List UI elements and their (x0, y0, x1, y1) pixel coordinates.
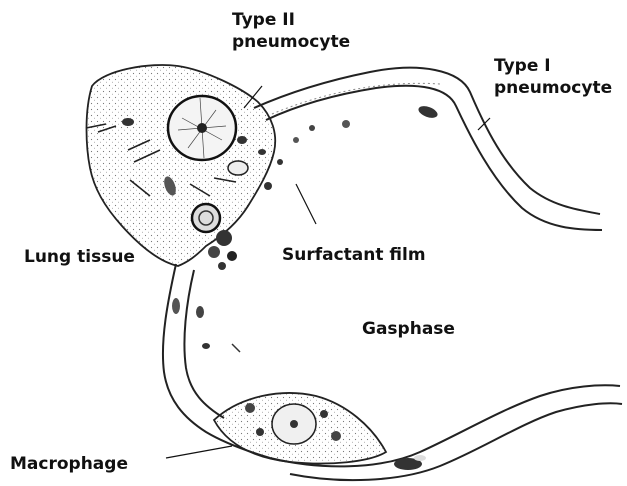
type2-cell-body (86, 65, 350, 270)
type1-pneumocyte-label: Type I pneumocyte (494, 55, 612, 99)
type1-label-line2: pneumocyte (494, 77, 612, 99)
macrophage-cell (214, 393, 386, 464)
gasphase-label: Gasphase (362, 318, 455, 340)
type2-label-line2: pneumocyte (232, 31, 350, 53)
macrophage-label: Macrophage (10, 453, 128, 475)
type2-pneumocyte-label: Type II pneumocyte (232, 9, 350, 53)
type1-label-line1: Type I (494, 55, 612, 77)
type2-nucleus (168, 96, 236, 160)
type2-label-line1: Type II (232, 9, 350, 31)
lung-tissue-label: Lung tissue (24, 246, 135, 268)
surfactant-film-label: Surfactant film (282, 244, 426, 266)
